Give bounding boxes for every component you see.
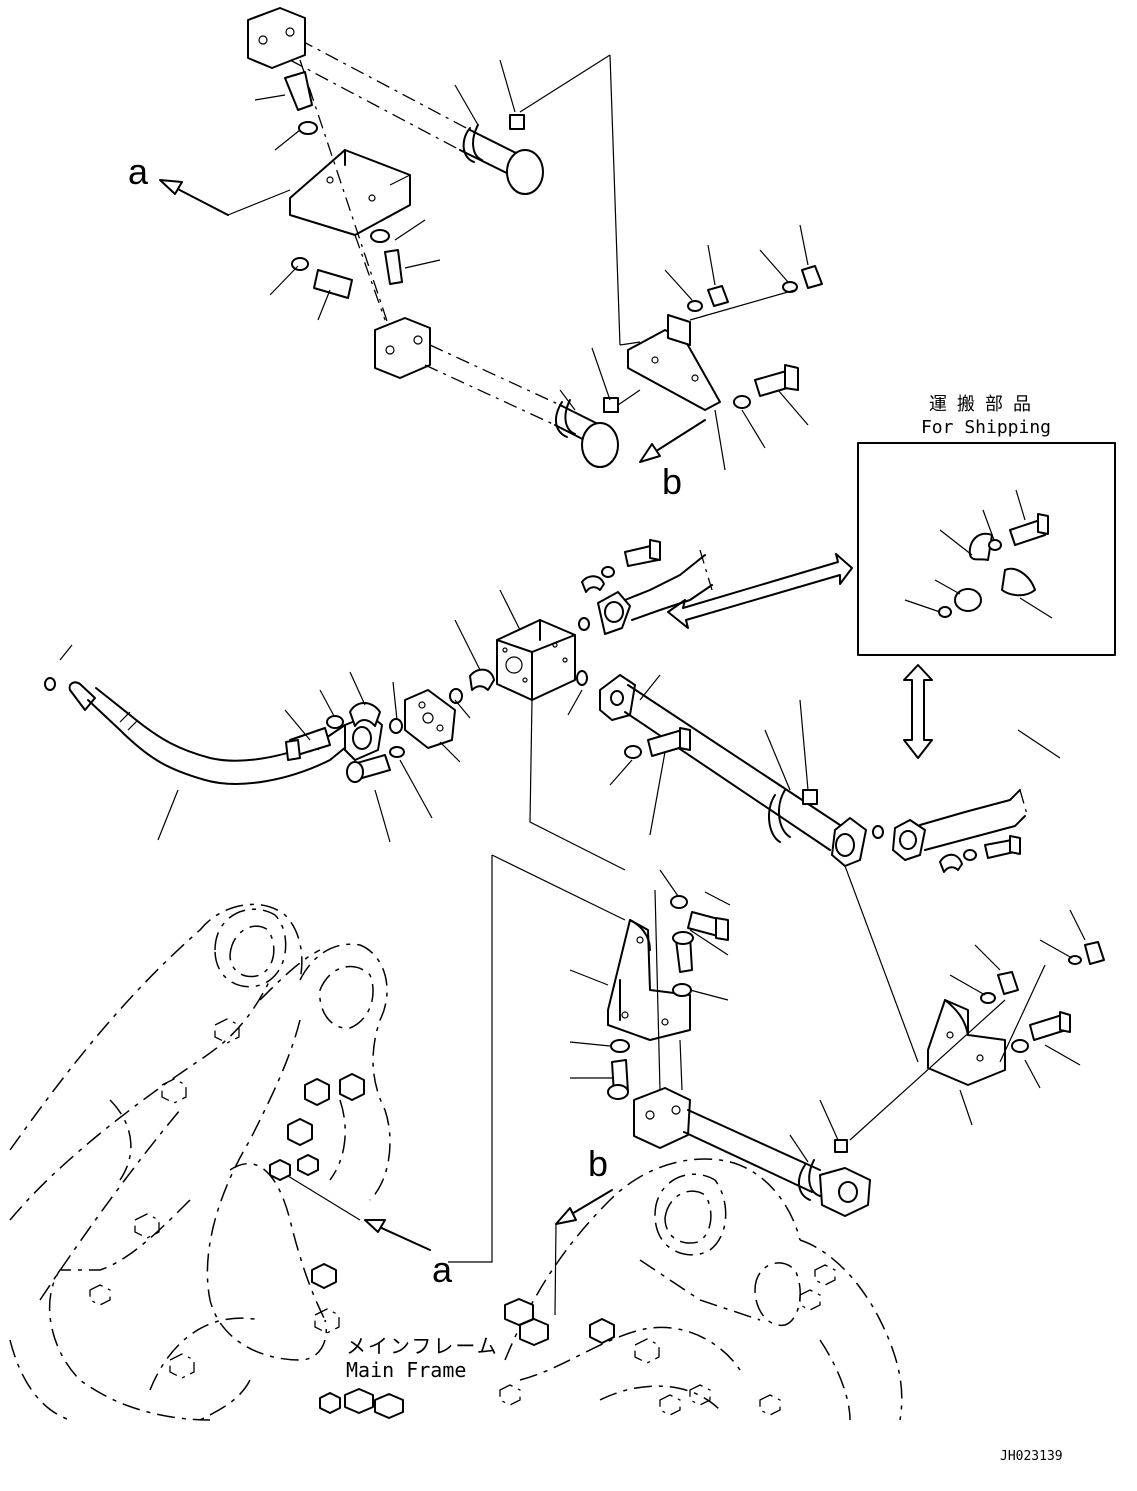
shipping-arrows [667, 553, 933, 759]
top-pipe-assembly [159, 7, 823, 471]
shipping-parts-box [857, 442, 1116, 656]
lower-bracket-assembly [269, 854, 1105, 1316]
view-label-b-bottom: b [588, 1143, 608, 1184]
drawing-id: JH023139 [1000, 1449, 1063, 1464]
middle-pipe-assembly [44, 539, 1061, 1063]
main-frame-outline [9, 903, 903, 1421]
shipping-title-jp: 運搬部品 [929, 394, 1041, 414]
view-label-a-top: a [128, 151, 149, 192]
shipping-title-en: For Shipping [921, 417, 1051, 438]
main-frame-label-jp: メインフレーム [346, 1336, 499, 1358]
view-label-a-bottom: a [432, 1249, 453, 1290]
main-frame-label-en: Main Frame [346, 1358, 466, 1382]
view-label-b-top: b [662, 461, 682, 502]
frame-nuts [89, 1018, 836, 1419]
